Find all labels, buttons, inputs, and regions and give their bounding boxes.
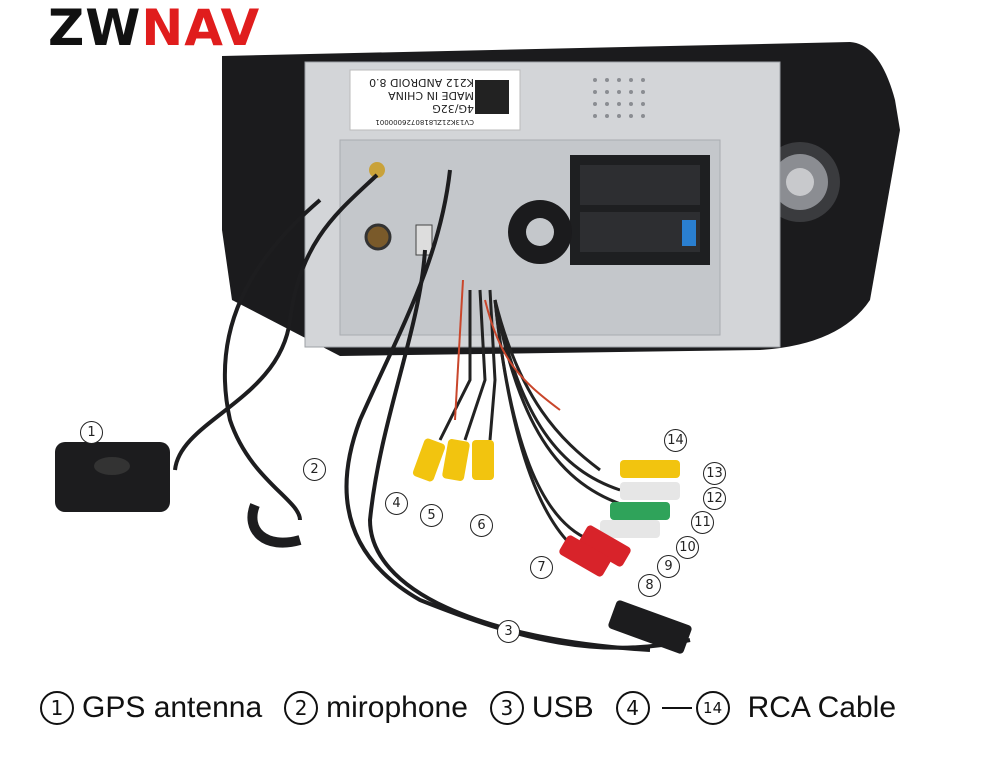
gps-port: [369, 162, 385, 178]
microphone: [247, 503, 302, 548]
connector-lower: [580, 212, 700, 252]
legend-item-gps: 1 GPS antenna: [40, 691, 262, 725]
legend-num-start: 4: [615, 691, 650, 725]
gps-antenna: [55, 442, 170, 512]
sticker-origin: MADE IN CHINA: [388, 89, 474, 102]
vent-grid: [593, 78, 645, 118]
usb-plug: [608, 600, 692, 654]
legend-label: GPS antenna: [82, 691, 263, 724]
brand-logo: ZWNAV: [48, 0, 260, 56]
callout-11: 11: [691, 511, 714, 534]
legend-num-end: 14: [695, 691, 730, 725]
legend-caption: 1 GPS antenna 2 mirophone 3 USB 4 14 RCA…: [40, 684, 980, 732]
legend-label: RCA Cable: [747, 691, 896, 724]
callout-12: 12: [703, 487, 726, 510]
black-cables: [173, 169, 691, 652]
qr-code: [475, 80, 509, 114]
gps-antenna-logo: [94, 457, 130, 475]
cooling-fan-hub: [526, 218, 554, 246]
callout-6: 6: [470, 514, 493, 537]
range-dash: [661, 707, 692, 709]
sticker-storage: 4G/32G: [432, 102, 474, 115]
legend-label: mirophone: [326, 691, 468, 724]
callout-9: 9: [657, 555, 680, 578]
callout-2: 2: [303, 458, 326, 481]
logo-part-2: NAV: [141, 0, 261, 57]
logo-part-1: ZW: [48, 0, 142, 57]
knob-center: [786, 168, 814, 196]
legend-num: 1: [40, 691, 74, 725]
legend-num: 2: [284, 691, 319, 725]
callout-3: 3: [497, 620, 520, 643]
callout-13: 13: [703, 462, 726, 485]
callout-14: 14: [664, 429, 687, 452]
callout-8: 8: [638, 574, 661, 597]
callout-10: 10: [676, 536, 699, 559]
callout-1: 1: [80, 421, 103, 444]
connector-blue-tab: [682, 220, 696, 246]
legend-item-usb: 3 USB: [489, 691, 594, 725]
legend-label: USB: [531, 691, 594, 724]
label-sticker-text: CV13K21ZL8180726000001 4G/32G MADE IN CH…: [354, 76, 474, 128]
legend-item-microphone: 2 mirophone: [284, 691, 468, 725]
callout-4: 4: [385, 492, 408, 515]
callout-7: 7: [530, 556, 553, 579]
sticker-model: K212 ANDROID 8.0: [369, 76, 474, 89]
radio-antenna-port: [364, 223, 392, 251]
rca-plugs: [412, 438, 680, 577]
orange-wires: [454, 279, 561, 421]
legend-num: 3: [489, 691, 524, 725]
legend-item-rca: 4 14 RCA Cable: [615, 691, 896, 725]
connector-upper: [580, 165, 700, 205]
callout-5: 5: [420, 504, 443, 527]
sticker-serial: CV13K21ZL8180726000001: [375, 118, 474, 126]
